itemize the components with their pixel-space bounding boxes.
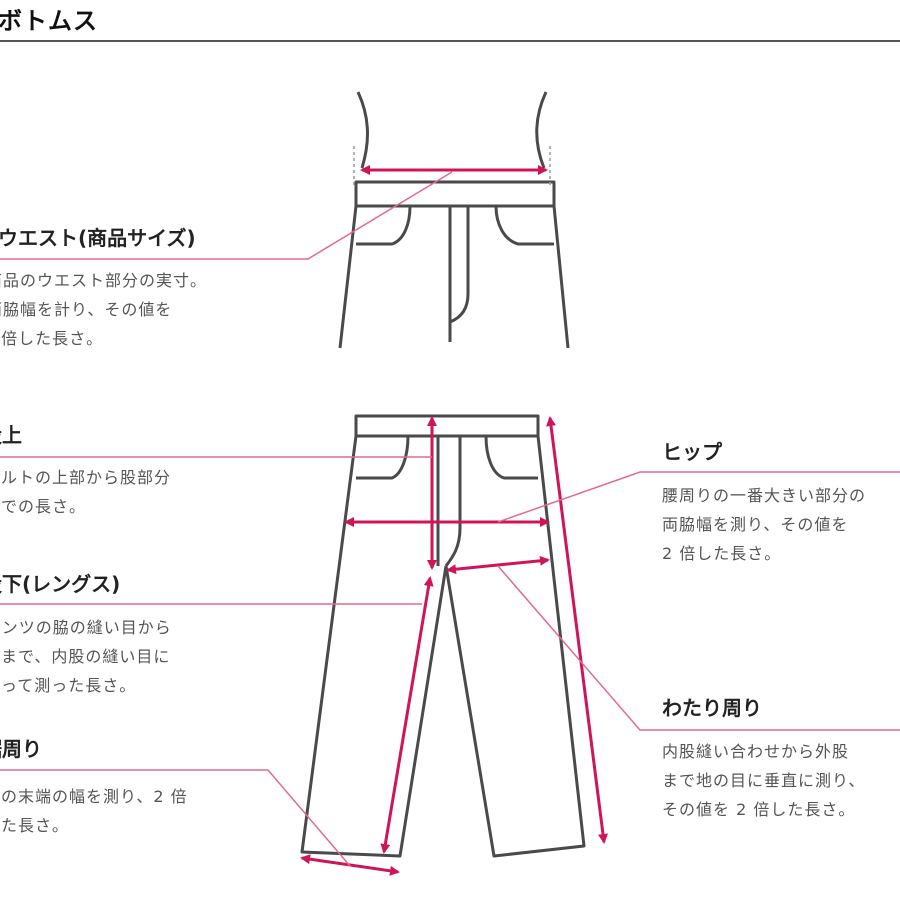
waist-label-line-2: 両脇幅を計り、その値を <box>0 300 173 319</box>
waistband <box>354 180 556 208</box>
top-pants-left-leg <box>338 205 358 349</box>
hip-label-title: ヒップ <box>662 440 722 464</box>
hip-label-line-3: 2 倍した長さ。 <box>662 544 782 563</box>
waist-label-title: ウエスト(商品サイズ) <box>0 226 196 250</box>
thigh-label-title: わたり周り <box>662 696 762 720</box>
hem-leader-line <box>0 769 351 867</box>
waist-label-line-1: 商品のウエスト部分の実寸。 <box>0 271 208 290</box>
top-left-pocket <box>356 205 412 246</box>
top-fly <box>448 206 470 342</box>
rise-label-title: 股上 <box>0 423 22 447</box>
torso-right-side <box>535 91 548 169</box>
top-pants-right-leg <box>552 205 570 349</box>
torso-figure <box>338 91 570 349</box>
hip-leader-line <box>497 471 900 523</box>
inseam-label-title: 股下(レングス) <box>0 572 121 596</box>
pants-waistband <box>354 414 540 438</box>
inseam-arrow <box>380 576 434 854</box>
pants-right-pocket <box>484 435 538 480</box>
pants-figure <box>300 414 586 858</box>
waist-leader-line <box>0 171 453 260</box>
hip-label-line-1: 腰周りの一番大きい部分の <box>662 486 867 505</box>
outseam-arrow <box>546 416 608 844</box>
hip-label-line-2: 両脇幅を測り、その値を <box>662 515 849 534</box>
hem-label-title: 裾周り <box>0 737 42 761</box>
thigh-label-line-2: まで地の目に垂直に測り、 <box>662 771 866 790</box>
waist-label-line-3: 2倍した長さ。 <box>0 329 104 348</box>
pants-outer-left <box>300 435 448 858</box>
pants-fly <box>436 436 462 567</box>
top-right-pocket <box>494 205 554 246</box>
inseam-label-line-2: 裾まで、内股の縫い目に <box>0 647 171 666</box>
torso-dashed-guides <box>353 146 551 186</box>
leader-lines <box>0 456 900 867</box>
measurement-arrows <box>300 416 608 876</box>
hem-label-line-2: した長さ。 <box>0 816 70 835</box>
thigh-label-line-1: 内股縫い合わせから外股 <box>662 742 850 761</box>
rise-label-line-2: までの長さ。 <box>0 497 87 516</box>
thigh-leader-line <box>497 565 900 731</box>
inseam-label-line-3: 沿って測った長さ。 <box>0 676 137 695</box>
pants-left-pocket <box>356 435 410 480</box>
rise-label-line-1: ベルトの上部から股部分 <box>0 468 172 487</box>
page-title: ボトムス <box>0 7 98 35</box>
thigh-arrow <box>446 555 550 575</box>
header-divider <box>0 40 900 42</box>
header: ボトムス <box>0 0 900 42</box>
inseam-label-line-1: パンツの脇の縫い目から <box>0 618 172 637</box>
thigh-label-line-3: その値を 2 倍した長さ。 <box>662 800 856 819</box>
torso-left-side <box>356 91 369 169</box>
hem-label-line-1: 裾の末端の幅を測り、2 倍 <box>0 787 188 806</box>
